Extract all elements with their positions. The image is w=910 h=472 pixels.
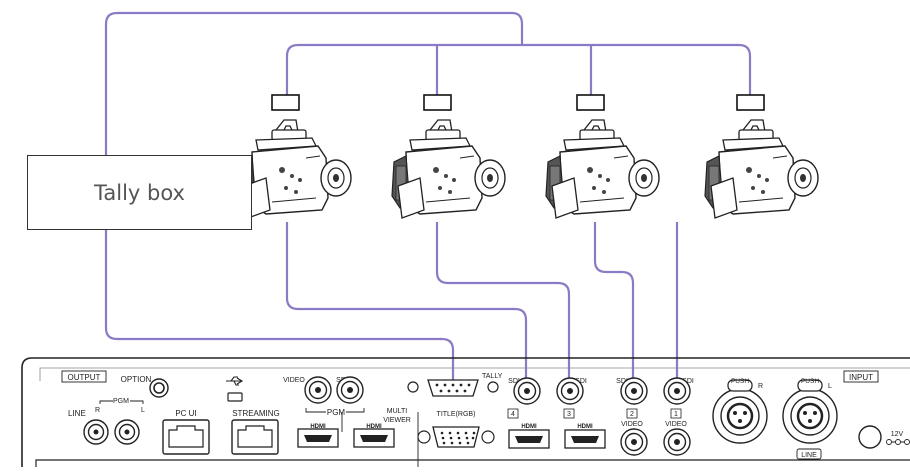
switcher-rear-panel: OUTPUT OPTION LINE PGM R L PC UI STREAMI…: [21, 357, 910, 467]
camcorder-4: [704, 119, 819, 219]
input-1-video-label: VIDEO: [665, 421, 687, 428]
streaming-port[interactable]: [231, 419, 279, 455]
pc-ui-port[interactable]: [162, 419, 210, 455]
input-3-sdi-bnc[interactable]: [556, 377, 584, 405]
line-l-label: L: [141, 407, 145, 414]
tally-lamp-2: [423, 94, 452, 111]
tally-lamp-1: [271, 94, 300, 111]
tally-lamps: [271, 94, 765, 111]
multi-label: MULTI: [387, 408, 408, 415]
pgm-video-group-label: PGM: [327, 408, 346, 417]
input-1-number: 1: [674, 411, 678, 418]
input-4-hdmi-port[interactable]: [508, 429, 550, 449]
hdmi-label-2: HDMI: [366, 424, 382, 430]
tally-lamp-3: [576, 94, 605, 111]
input-2-number: 2: [630, 411, 634, 418]
usb-port[interactable]: [227, 392, 243, 402]
input-4-number: 4: [511, 411, 515, 418]
pc-ui-label: PC UI: [175, 409, 196, 418]
usb-icon: [226, 376, 244, 386]
output-section-label: OUTPUT: [68, 373, 101, 382]
pgm-audio-label: PGM: [113, 398, 129, 405]
input-3-number: 3: [567, 411, 571, 418]
tally-lamp-4: [736, 94, 765, 111]
input-1: SDI 1 VIDEO: [663, 377, 694, 456]
input-2-video-bnc[interactable]: [620, 428, 648, 456]
title-rgb-port[interactable]: [417, 426, 495, 448]
input-3: SDI 3 HDMI: [556, 377, 606, 449]
power-button[interactable]: [858, 425, 882, 449]
streaming-label: STREAMING: [232, 409, 280, 418]
power-polarity-icon: [886, 439, 910, 445]
pgm-video-bnc[interactable]: [304, 376, 332, 404]
xlr-r-label: R: [758, 383, 763, 390]
input-2-video-label: VIDEO: [621, 421, 643, 428]
camcorder-3: [545, 119, 660, 219]
input-3-hdmi-port[interactable]: [564, 429, 606, 449]
input-4: SDI 4 HDMI: [507, 377, 550, 449]
line-out-l-jack[interactable]: [114, 419, 140, 445]
tally-label: TALLY: [482, 373, 503, 380]
push-label-r: PUSH: [731, 378, 749, 385]
hdmi-label-1: HDMI: [310, 424, 326, 430]
line-out-label: LINE: [68, 409, 86, 418]
tally-box-label: Tally box: [94, 180, 185, 205]
input-4-hdmi-label: HDMI: [521, 424, 537, 430]
pgm-hdmi-port-1[interactable]: [297, 428, 339, 448]
camcorder-1: [237, 119, 352, 219]
input-1-video-bnc[interactable]: [663, 428, 691, 456]
title-rgb-label: TITLE(RGB): [437, 411, 476, 418]
input-2: SDI 2 VIDEO: [616, 377, 648, 456]
line-input-label: LINE: [801, 452, 817, 459]
input-2-sdi-label: SDI: [616, 378, 628, 385]
input-2-sdi-bnc[interactable]: [620, 377, 648, 405]
input-3-hdmi-label: HDMI: [577, 424, 593, 430]
power-label: 12V: [891, 431, 904, 438]
camcorder-2: [391, 119, 506, 219]
pgm-video-label: VIDEO: [283, 377, 305, 384]
pgm-hdmi-port-2[interactable]: [353, 428, 395, 448]
xlr-l-label: L: [828, 383, 832, 390]
line-r-label: R: [95, 407, 100, 414]
viewer-label: VIEWER: [383, 417, 411, 424]
tally-cable-network: [104, 11, 752, 380]
input-1-sdi-bnc[interactable]: [663, 377, 691, 405]
input-4-sdi-bnc[interactable]: [513, 377, 541, 405]
pgm-sdi-bnc[interactable]: [336, 376, 364, 404]
input-1-sdi-label: SDI: [682, 378, 694, 385]
option-port[interactable]: [149, 378, 169, 398]
tally-box: Tally box: [27, 155, 252, 230]
input-4-sdi-label: SDI: [508, 378, 520, 385]
input-section-label: INPUT: [849, 373, 873, 382]
sdi-cables: [285, 222, 679, 385]
push-label-l: PUSH: [801, 378, 819, 385]
option-label: OPTION: [121, 375, 152, 384]
tally-port[interactable]: [407, 379, 499, 397]
line-out-r-jack[interactable]: [83, 419, 109, 445]
input-3-sdi-label: SDI: [575, 378, 587, 385]
